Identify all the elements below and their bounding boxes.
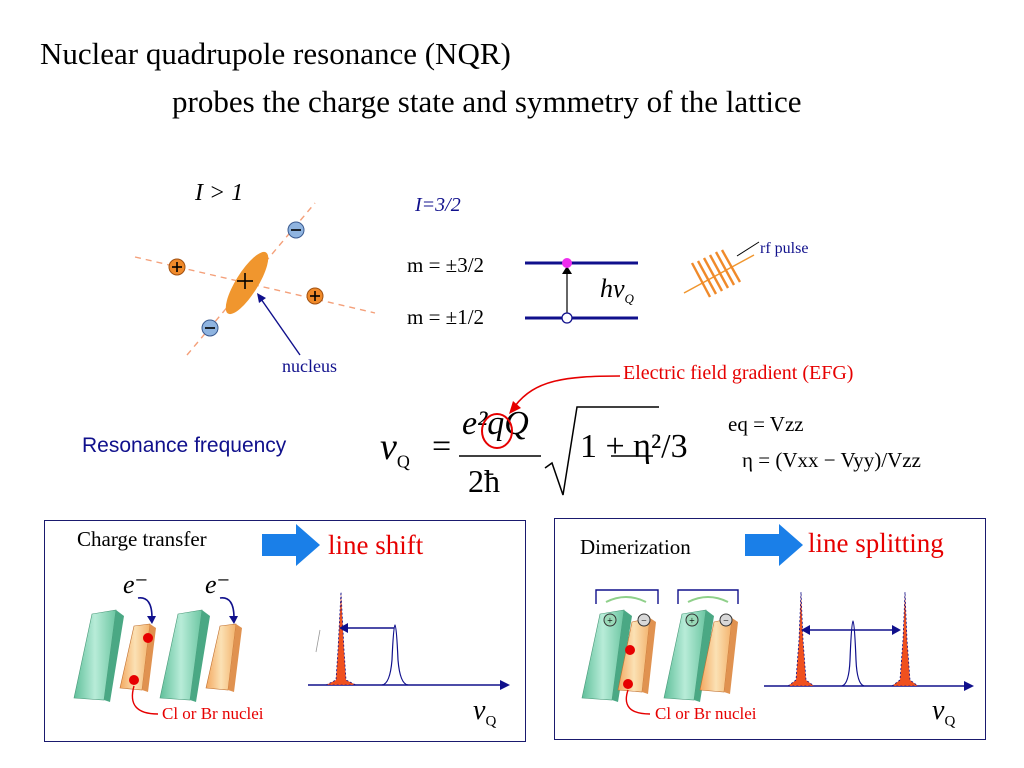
- molecule-slab: [205, 623, 242, 692]
- efg-annotation: [509, 375, 621, 414]
- electron-label-2: e⁻: [205, 570, 231, 599]
- dimer-bracket: [595, 589, 659, 604]
- slide-title: Nuclear quadrupole resonance (NQR): [40, 36, 511, 71]
- right-axis-label: νQ: [932, 695, 956, 730]
- left-nuclei-label: Cl or Br nuclei: [162, 704, 264, 723]
- eq-definition: eq = Vzz: [728, 412, 804, 436]
- formula-graphics: [459, 406, 659, 496]
- dimerization-panel: [554, 518, 986, 740]
- empty-state-dot: [561, 312, 573, 324]
- positive-charge-icon: +: [685, 613, 699, 627]
- formula-denominator: 2ħ: [468, 463, 500, 499]
- equals-sign: =: [432, 428, 452, 465]
- split-peak-right: [890, 591, 920, 687]
- rf-coil-icon: [683, 249, 755, 298]
- rf-pointer-line: [736, 241, 760, 257]
- split-peak-left: [786, 591, 816, 687]
- rf-pulse-label: rf pulse: [760, 240, 809, 257]
- nucleus-dot: [623, 679, 633, 689]
- svg-text:−: −: [641, 616, 647, 627]
- negative-charge-icon: [287, 221, 305, 239]
- efg-arrow: [514, 375, 621, 407]
- negative-charge-icon: −: [637, 613, 651, 627]
- slide-subtitle: probes the charge state and symmetry of …: [172, 84, 802, 119]
- svg-text:−: −: [723, 616, 729, 627]
- original-peak: [381, 624, 409, 686]
- line-shift-label: line shift: [328, 530, 424, 560]
- line-splitting-label: line splitting: [808, 528, 944, 558]
- nucleus-dot: [625, 645, 635, 655]
- nucleus-dot: [129, 675, 139, 685]
- nucleus-ellipse: [225, 251, 269, 315]
- dimerization-label: Dimerization: [580, 535, 691, 559]
- sqrt-symbol: [544, 406, 659, 496]
- nu-q-symbol: νQ: [380, 426, 410, 472]
- dimer-bracket: [677, 589, 739, 604]
- sqrt-terms: 1 + η²/3: [580, 428, 688, 465]
- charge-transfer-illustration: [73, 591, 510, 715]
- dimerization-illustration: + − + −: [581, 589, 974, 715]
- negative-charge-icon: −: [719, 613, 733, 627]
- molecule-slab: [581, 609, 632, 702]
- nucleus-dot: [143, 633, 153, 643]
- original-peak: [841, 620, 865, 687]
- nucleus-label: nucleus: [282, 356, 337, 376]
- molecule-slab: [663, 609, 714, 702]
- molecule-slab: [119, 623, 156, 692]
- right-nuclei-label: Cl or Br nuclei: [655, 704, 757, 723]
- eta-definition: η = (Vxx − Vyy)/Vzz: [742, 448, 921, 472]
- charge-transfer-panel: [44, 520, 526, 742]
- positive-charge-icon: [306, 287, 324, 305]
- molecule-slab: [159, 609, 210, 702]
- occupied-state-dot: [562, 258, 572, 268]
- nucleus-diagram: [134, 202, 376, 356]
- molecule-slab: [73, 609, 124, 702]
- charge-transfer-label: Charge transfer: [77, 527, 207, 551]
- electron-transfer-arrow: [219, 597, 235, 619]
- lower-level-label: m = ±1/2: [407, 305, 485, 329]
- arrow-right-icon: [745, 524, 803, 566]
- electron-label-1: e⁻: [123, 570, 149, 599]
- arrow-right-icon: [262, 524, 320, 566]
- formula-numerator: e²qQ: [462, 405, 529, 442]
- resonance-frequency-label: Resonance frequency: [82, 434, 287, 457]
- electron-transfer-arrow: [137, 597, 153, 619]
- spin-value-label: I=3/2: [415, 194, 461, 216]
- upper-level-label: m = ±3/2: [407, 253, 485, 277]
- positive-charge-icon: +: [603, 613, 617, 627]
- efg-label: Electric field gradient (EFG): [623, 362, 854, 384]
- nuclei-pointer: [131, 685, 159, 715]
- spin-condition-label: I > 1: [195, 180, 244, 206]
- transition-label: hνQ: [600, 274, 634, 307]
- svg-text:+: +: [607, 616, 613, 627]
- negative-charge-icon: [201, 319, 219, 337]
- efg-highlight-circle: [481, 413, 513, 449]
- shifted-peak: [325, 591, 357, 686]
- nucleus-pointer-arrow: [260, 298, 301, 356]
- left-axis-label: νQ: [473, 695, 497, 730]
- positive-charge-icon: [168, 258, 186, 276]
- energy-level-diagram: [525, 258, 638, 324]
- svg-text:+: +: [689, 616, 695, 627]
- nuclei-pointer: [625, 689, 651, 715]
